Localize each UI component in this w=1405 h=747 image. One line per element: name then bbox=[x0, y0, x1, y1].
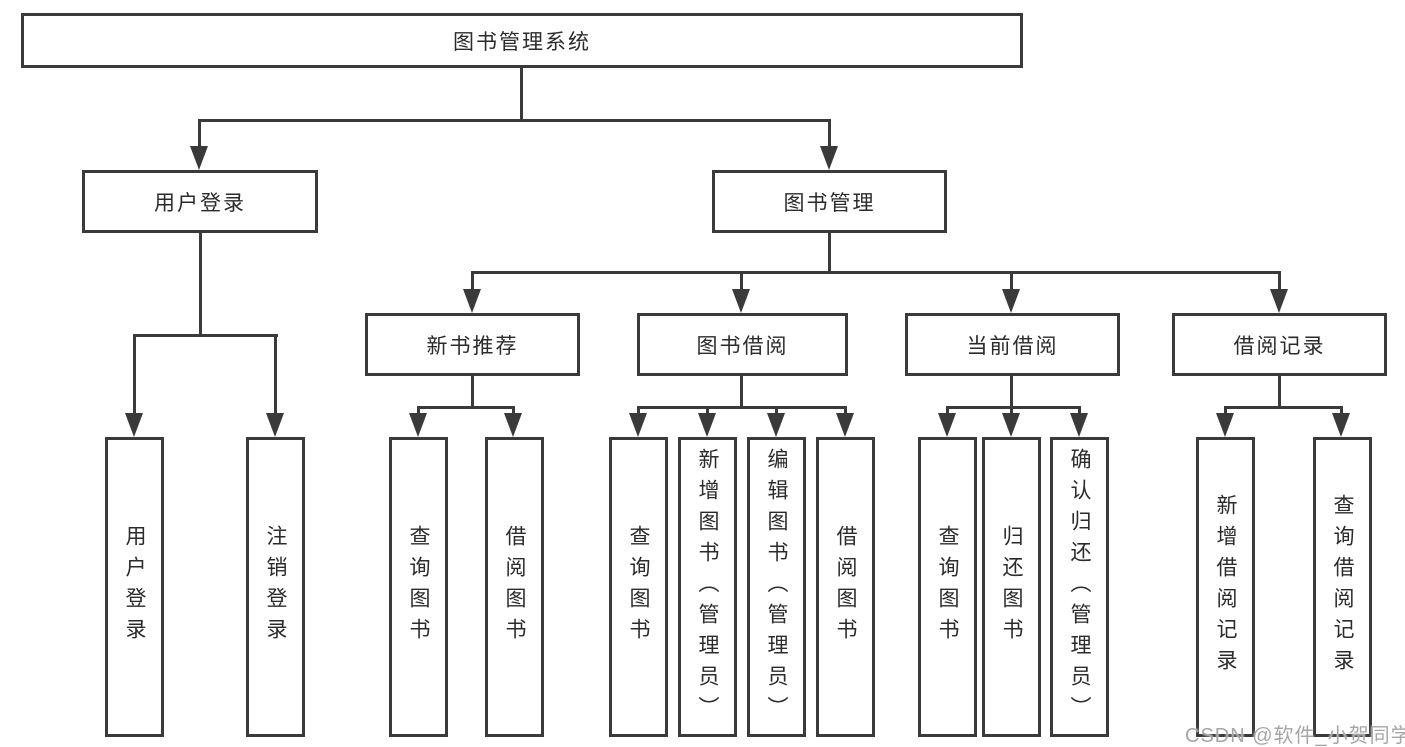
arrowhead-icon bbox=[698, 413, 716, 437]
connector-book-management-stem bbox=[828, 233, 831, 274]
node-new-book-recommend: 新书推荐 bbox=[365, 313, 580, 376]
arrowhead-icon bbox=[463, 289, 481, 313]
node-user-login: 用户登录 bbox=[82, 170, 318, 233]
connector-leaf bbox=[1224, 406, 1227, 417]
connector-to-user-login bbox=[198, 119, 201, 150]
node-current-borrowing: 当前借阅 bbox=[905, 313, 1120, 376]
connector-to-current-borrowing bbox=[1010, 271, 1013, 292]
connector-borrowing-records-stem bbox=[1278, 376, 1281, 408]
node-borrowing-records: 借阅记录 bbox=[1172, 313, 1387, 376]
arrowhead-icon bbox=[125, 413, 143, 437]
connector-leaf bbox=[775, 406, 778, 417]
connector-leaf bbox=[1010, 406, 1013, 417]
arrowhead-icon bbox=[190, 146, 208, 170]
leaf-borrow-books-borrowing: 借阅图书 bbox=[816, 437, 875, 737]
connector-to-book-borrowing bbox=[740, 271, 743, 292]
connector-to-leaf-logout bbox=[274, 334, 277, 416]
connector-book-borrowing-bar bbox=[637, 406, 846, 409]
connector-new-book-bar bbox=[417, 406, 515, 409]
leaf-edit-books-admin: 编辑图书（管理员） bbox=[747, 437, 806, 737]
connector-to-borrowing-records bbox=[1278, 271, 1281, 292]
leaf-query-books-recommend: 查询图书 bbox=[389, 437, 448, 737]
node-book-borrowing: 图书借阅 bbox=[637, 313, 848, 376]
arrowhead-icon bbox=[266, 413, 284, 437]
connector-user-login-stem bbox=[199, 233, 202, 336]
connector-book-borrowing-stem bbox=[740, 376, 743, 408]
node-library-system: 图书管理系统 bbox=[21, 13, 1023, 68]
connector-root-bar bbox=[198, 119, 831, 122]
arrowhead-icon bbox=[836, 413, 854, 437]
leaf-user-login: 用户登录 bbox=[105, 437, 164, 737]
leaf-add-borrow-record: 新增借阅记录 bbox=[1196, 437, 1255, 737]
connector-to-book-management bbox=[828, 119, 831, 150]
connector-leaf bbox=[637, 406, 640, 417]
arrowhead-icon bbox=[629, 413, 647, 437]
leaf-query-borrow-record: 查询借阅记录 bbox=[1313, 437, 1372, 737]
connector-book-management-bar bbox=[471, 271, 1281, 274]
connector-leaf bbox=[417, 406, 420, 417]
arrowhead-icon bbox=[409, 413, 427, 437]
connector-new-book-stem bbox=[471, 376, 474, 408]
arrowhead-icon bbox=[1002, 413, 1020, 437]
connector-borrowing-records-bar bbox=[1224, 406, 1343, 409]
arrowhead-icon bbox=[504, 413, 522, 437]
arrowhead-icon bbox=[938, 413, 956, 437]
leaf-logout: 注销登录 bbox=[246, 437, 305, 737]
arrowhead-icon bbox=[1216, 413, 1234, 437]
leaf-query-books-borrowing: 查询图书 bbox=[609, 437, 668, 737]
arrowhead-icon bbox=[1070, 413, 1088, 437]
leaf-query-books-current: 查询图书 bbox=[918, 437, 977, 737]
csdn-watermark: CSDN @软件_小贺同学 bbox=[1185, 725, 1405, 747]
connector-leaf bbox=[844, 406, 847, 417]
connector-current-borrowing-bar bbox=[946, 406, 1081, 409]
leaf-add-books-admin: 新增图书（管理员） bbox=[678, 437, 737, 737]
arrowhead-icon bbox=[1002, 289, 1020, 313]
connector-leaf bbox=[946, 406, 949, 417]
connector-to-new-book bbox=[471, 271, 474, 292]
connector-leaf bbox=[706, 406, 709, 417]
leaf-borrow-books-recommend: 借阅图书 bbox=[485, 437, 544, 737]
connector-leaf bbox=[512, 406, 515, 417]
leaf-confirm-return-admin: 确认归还（管理员） bbox=[1050, 437, 1109, 737]
connector-leaf bbox=[1340, 406, 1343, 417]
arrowhead-icon bbox=[1332, 413, 1350, 437]
arrowhead-icon bbox=[1270, 289, 1288, 313]
connector-user-login-bar bbox=[134, 334, 278, 337]
node-book-management: 图书管理 bbox=[712, 170, 947, 233]
connector-to-leaf-user-login bbox=[133, 334, 136, 416]
connector-root-stem bbox=[520, 68, 523, 121]
leaf-return-books: 归还图书 bbox=[982, 437, 1041, 737]
arrowhead-icon bbox=[767, 413, 785, 437]
connector-leaf bbox=[1078, 406, 1081, 417]
arrowhead-icon bbox=[732, 289, 750, 313]
arrowhead-icon bbox=[820, 146, 838, 170]
connector-current-borrowing-stem bbox=[1010, 376, 1013, 408]
